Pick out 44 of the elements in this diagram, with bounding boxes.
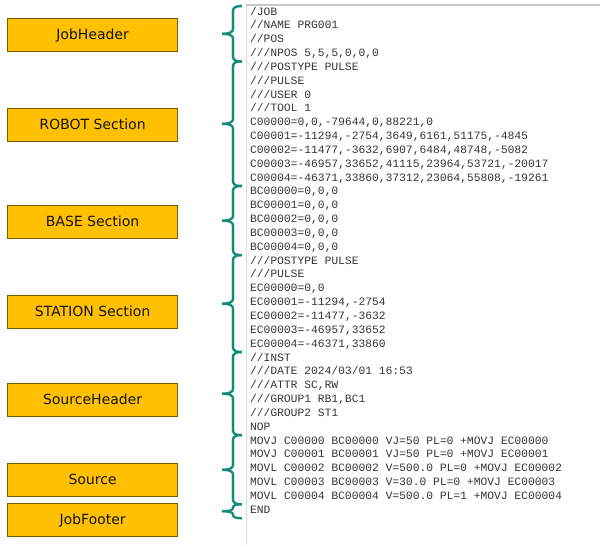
section-box: STATION Section (7, 295, 178, 329)
section-box: SourceHeader (7, 383, 178, 417)
code-line: NOP (250, 422, 270, 435)
code-line: C00004=-46371,33860,37312,23064,55808,-19261 (250, 172, 548, 186)
code-line: ///DATE 2024/03/01 16:53 (250, 366, 413, 380)
code-line: MOVL C00003 BC00003 V=30.0 PL=0 +MOVJ EC00003 (250, 477, 556, 490)
section-box: Source (7, 463, 178, 497)
section-box: ROBOT Section (7, 108, 178, 142)
code-line: MOVL C00004 BC00004 V=500.0 PL=1 +MOVJ EC00004 (250, 490, 562, 504)
code-line: BC00004=0,0,0 (250, 242, 338, 255)
code-line: EC00003=-46957,33652 (250, 324, 386, 338)
code-line: /JOB (250, 6, 278, 20)
code-line: BC00002=0,0,0 (250, 214, 338, 228)
section-box: BASE Section (7, 205, 178, 239)
code-line: ///TOOL 1 (250, 103, 312, 116)
code-line: //NAME PRG001 (250, 20, 338, 34)
code-line: ///GROUP1 RB1,BC1 (250, 394, 366, 408)
section-box: JobHeader (7, 18, 178, 52)
code-line: ///POSTYPE PULSE (250, 62, 358, 75)
code-line: ///USER 0 (250, 90, 312, 102)
code-line: C00000=0,0,-79644,0,88221,0 (250, 117, 434, 130)
code-line: BC00001=0,0,0 (250, 200, 338, 214)
code-line: END (250, 504, 270, 518)
code-line: EC00002=-11477,-3632 (250, 310, 386, 324)
code-line: //POS (250, 34, 284, 48)
code-line: BC00000=0,0,0 (250, 186, 338, 200)
code-line: MOVJ C00001 BC00001 VJ=50 PL=0 +MOVJ EC00001 (250, 449, 548, 462)
code-line: ///POSTYPE PULSE (250, 256, 358, 268)
code-line: EC00000=0,0 (250, 283, 325, 296)
code-line: C00003=-46957,33652,41115,23964,53721,-20017 (250, 158, 548, 172)
code-line: C00001=-11294,-2754,3649,6161,51175,-4845 (250, 131, 528, 144)
code-line: BC00003=0,0,0 (250, 228, 338, 241)
code-line: C00002=-11477,-3632,6907,6484,48748,-5082 (250, 144, 528, 158)
code-line: ///NPOS 5,5,5,0,0,0 (250, 48, 379, 62)
code-line: EC00001=-11294,-2754 (250, 297, 386, 310)
code-line: ///PULSE (250, 76, 304, 89)
code-line: //INST (250, 352, 291, 366)
code-line: EC00004=-46371,33860 (250, 338, 386, 352)
section-box: JobFooter (7, 503, 178, 537)
code-line: MOVL C00002 BC00002 V=500.0 PL=0 +MOVJ EC00002 (250, 463, 562, 476)
code-line: ///PULSE (250, 269, 304, 282)
code-line: ///GROUP2 ST1 (250, 408, 338, 421)
code-line: ///ATTR SC,RW (250, 380, 338, 394)
code-line: MOVJ C00000 BC00000 VJ=50 PL=0 +MOVJ EC00000 (250, 436, 548, 449)
